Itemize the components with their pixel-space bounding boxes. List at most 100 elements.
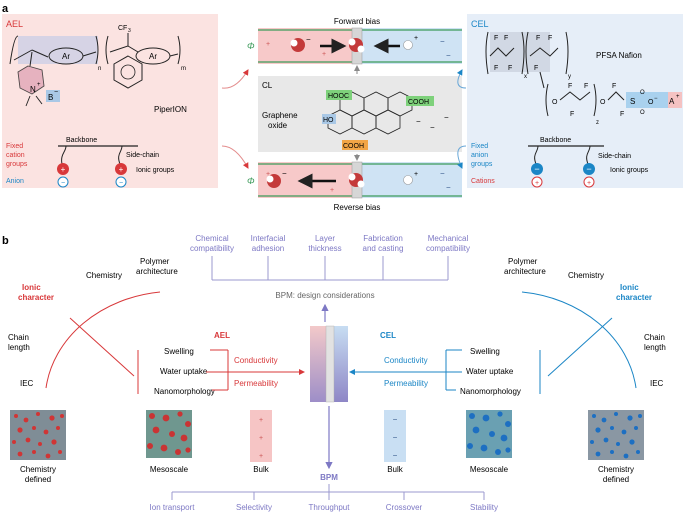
- rev-phi: Φ: [247, 176, 255, 186]
- reverse-bias-label: Reverse bias: [334, 203, 381, 212]
- anion-sign-1: −: [61, 180, 65, 187]
- ael-title: AEL: [6, 19, 23, 29]
- f-11: F: [612, 83, 616, 90]
- right-arc-group: Ionic character Chemistry Polymer archit…: [349, 257, 666, 396]
- o-atom-1: O: [552, 99, 558, 106]
- bottom-tiles: Chemistry defined Mesoscale + + + Bulk B…: [10, 410, 644, 484]
- right-chain-length-1: Chain: [644, 333, 665, 342]
- cation-circle-1: [531, 176, 543, 188]
- cel-meso-dots: [467, 411, 511, 455]
- fixed-anion-groups-2: anion: [471, 152, 488, 159]
- z-subscript: z: [596, 120, 599, 126]
- left-polymer-architecture-2: architecture: [136, 267, 178, 276]
- o-minus-sign: −: [654, 96, 658, 102]
- central-bpm: [310, 325, 348, 470]
- right-nanomorphology: Nanomorphology: [460, 387, 521, 396]
- fwd-plus-2: +: [322, 51, 326, 58]
- fixed-anion-circle-1: [531, 163, 543, 175]
- top-considerations: Chemical compatibility Interfacial adhes…: [190, 234, 470, 253]
- sulfonate-highlight: [626, 92, 670, 108]
- piperidinium-ring: [17, 65, 45, 95]
- cf3-subscript: 3: [128, 28, 131, 34]
- rev-proton: [403, 175, 413, 185]
- cooh-top-bg: [406, 96, 434, 106]
- left-swelling: Swelling: [164, 347, 194, 356]
- cel-bulk-minus-2: −: [393, 433, 398, 442]
- left-ionic-character-1: Ionic: [22, 283, 41, 292]
- top-consideration-1b: compatibility: [190, 244, 234, 253]
- ael-chem-dots: [12, 412, 64, 459]
- top-consideration-5b: compatibility: [426, 244, 470, 253]
- go-minus-3: −: [444, 113, 449, 122]
- fwd-hydroxide-minus: −: [306, 35, 311, 44]
- f-2: F: [504, 35, 508, 42]
- o-atom-4: O: [640, 110, 645, 116]
- fwd-minus-2: −: [446, 51, 451, 60]
- center-panel: Forward bias + + − − − + Φ CL Graphene o…: [221, 17, 467, 212]
- go-minus-2: −: [430, 123, 435, 132]
- rev-minus-2: −: [446, 183, 451, 192]
- f-7: F: [534, 65, 538, 72]
- ael-backbone-highlight: [18, 36, 98, 64]
- fixed-cation-circle-2: [115, 163, 127, 175]
- fixed-anion-sign-2: −: [586, 164, 591, 174]
- ael-chem-defined-1: Chemistry: [20, 465, 56, 474]
- a-plus-sign: +: [676, 94, 680, 100]
- ael-bulk-plus-2: +: [259, 435, 263, 442]
- go-minus-1: −: [416, 117, 421, 126]
- fixed-cation-circle-1: [57, 163, 69, 175]
- bottom-consideration-1: Ion transport: [150, 503, 196, 512]
- cel-bulk-label: Bulk: [387, 465, 404, 474]
- f-6: F: [548, 35, 552, 42]
- bottom-consideration-3: Throughput: [309, 503, 351, 512]
- top-consideration-5a: Mechanical: [428, 234, 469, 243]
- cel-bulk-tile: [384, 410, 406, 462]
- bottom-consideration-2: Selectivity: [236, 503, 272, 512]
- bpm-interface: [325, 325, 335, 403]
- f-8: F: [568, 83, 572, 90]
- top-consideration-3a: Layer: [315, 234, 335, 243]
- a-plus: A: [669, 97, 675, 106]
- ael-label: AEL: [214, 331, 230, 340]
- cation-sign-2: +: [587, 180, 591, 187]
- cf3-label: CF: [118, 25, 127, 32]
- ael-chem-tile: [10, 410, 66, 460]
- right-chemistry: Chemistry: [568, 271, 604, 280]
- o-atom-3: O: [640, 90, 645, 96]
- right-ionic-character-2: character: [616, 293, 652, 302]
- cel-panel: CEL F F F F F F F x y PFSA Nafion O F F …: [467, 14, 683, 188]
- ael-bulk-tile: [250, 410, 272, 462]
- ho-bg: [322, 114, 336, 124]
- left-polymer-architecture-1: Polymer: [140, 257, 170, 266]
- phenyl-ring: [113, 55, 143, 89]
- bpm-ael-side: [310, 326, 330, 402]
- bottom-consideration-5: Stability: [470, 503, 498, 512]
- rev-hydroxide-minus: −: [282, 169, 287, 178]
- cel-bulk-minus-3: −: [393, 451, 398, 460]
- bottom-considerations: Ion transport Selectivity Throughput Cro…: [150, 503, 498, 512]
- fixed-anion-sign-1: −: [534, 164, 539, 174]
- ael-backbone-label: Backbone: [66, 137, 97, 144]
- hooc-label: HOOC: [328, 93, 349, 100]
- fixed-cation-sign-1: +: [61, 165, 66, 174]
- f-9: F: [584, 83, 588, 90]
- fwd-proton-plus: +: [414, 35, 418, 42]
- cel-backbone-highlight: [490, 32, 550, 72]
- m-subscript: m: [181, 66, 186, 72]
- top-bracket: [211, 256, 449, 281]
- left-ionic-character-2: character: [18, 293, 54, 302]
- right-swelling: Swelling: [470, 347, 500, 356]
- fixed-cation-sign-2: +: [119, 165, 124, 174]
- cel-label: CEL: [380, 331, 396, 340]
- cl-label: CL: [262, 81, 273, 90]
- f-1: F: [494, 35, 498, 42]
- top-consideration-1a: Chemical: [195, 234, 229, 243]
- y-subscript: y: [568, 74, 571, 80]
- s-atom: S: [630, 97, 635, 106]
- ael-bulk-plus-3: +: [259, 453, 263, 460]
- design-title: BPM: design considerations: [275, 291, 374, 300]
- f-12: F: [620, 111, 624, 118]
- cation-circle-2: [583, 176, 595, 188]
- ael-bulk-plus-1: +: [259, 417, 263, 424]
